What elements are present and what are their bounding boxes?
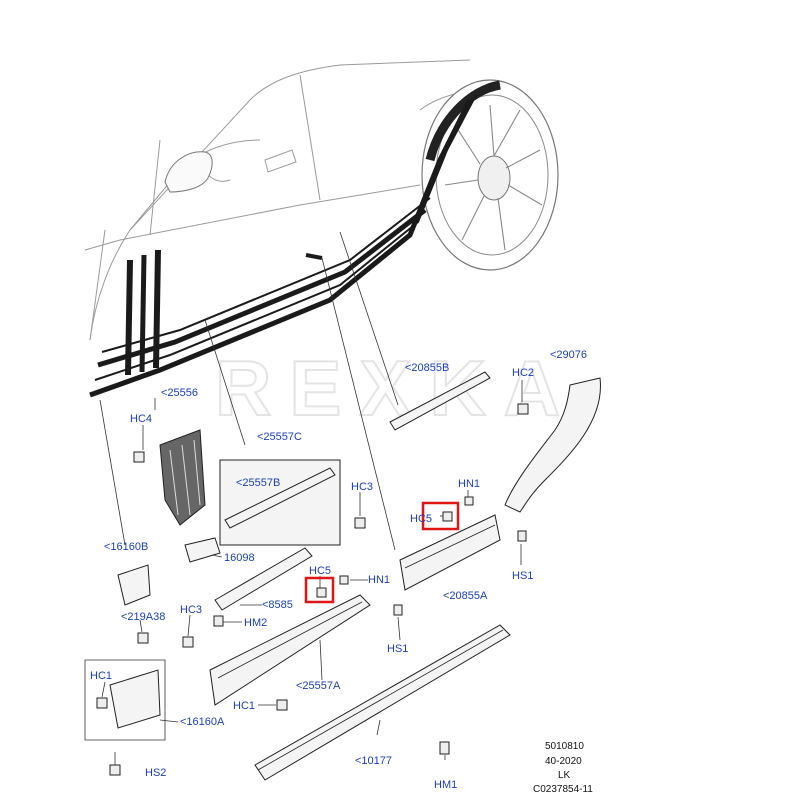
label-hm2[interactable]: HM2 <box>244 617 267 629</box>
label-hm1[interactable]: HM1 <box>434 779 457 791</box>
clip-hc1-mid <box>276 699 288 711</box>
watermark: REXKA <box>215 344 578 432</box>
label-hn1-mid[interactable]: HN1 <box>368 574 390 586</box>
lower-flap-b[interactable] <box>117 564 151 606</box>
side-mirror <box>164 151 213 193</box>
label-hc5-top[interactable]: HC5 <box>410 513 432 525</box>
clip-hc5-top <box>442 511 453 522</box>
moulding-strip-b[interactable] <box>224 467 336 529</box>
highlight-hc5-mid <box>304 576 335 604</box>
clip-219a38 <box>137 632 149 644</box>
clip-hm2 <box>213 615 224 627</box>
vehicle-body-outline <box>84 59 501 341</box>
ref-line-3: LK <box>558 770 571 781</box>
upper-moulding-strip[interactable] <box>389 371 491 431</box>
trim-rail[interactable] <box>214 547 313 611</box>
label-hn1-top[interactable]: HN1 <box>458 478 480 490</box>
label-25557c[interactable]: <25557C <box>257 431 302 443</box>
leader-lines <box>84 231 523 765</box>
label-hc5-mid[interactable]: HC5 <box>309 565 331 577</box>
ref-line-2: 40-2020 <box>545 756 582 767</box>
label-hs1-mid[interactable]: HS1 <box>387 643 408 655</box>
label-29076[interactable]: <29076 <box>550 349 587 361</box>
clip-hn1-top <box>464 496 474 506</box>
label-25557a[interactable]: <25557A <box>296 680 341 692</box>
clip-hs1-right <box>517 530 527 542</box>
clip-hn1-mid <box>339 575 349 585</box>
label-10177[interactable]: <10177 <box>355 755 392 767</box>
clip-hs1-mid <box>393 604 403 616</box>
clip-hc1-left <box>96 697 108 709</box>
lower-moulding-right[interactable] <box>399 514 501 591</box>
label-hc1-left[interactable]: HC1 <box>90 670 112 682</box>
pillar-applique[interactable] <box>159 429 206 526</box>
label-hs2[interactable]: HS2 <box>145 767 166 779</box>
label-hc4[interactable]: HC4 <box>130 413 152 425</box>
clip-hm1 <box>439 741 450 755</box>
sill-step[interactable] <box>254 624 511 781</box>
wheel <box>421 79 559 271</box>
label-hs1-right[interactable]: HS1 <box>512 570 533 582</box>
body-stripes <box>89 94 477 398</box>
clip-hs2 <box>109 764 121 776</box>
label-20855b[interactable]: <20855B <box>405 362 449 374</box>
fastener-clips <box>96 403 529 776</box>
ref-line-4: C0237854-11 <box>533 784 593 795</box>
label-16160a[interactable]: <16160A <box>180 716 225 728</box>
label-hc1-mid[interactable]: HC1 <box>233 700 255 712</box>
label-219a38[interactable]: <219A38 <box>121 611 165 623</box>
label-25556[interactable]: <25556 <box>161 387 198 399</box>
clip-strip[interactable] <box>184 537 221 563</box>
reference-block: 5010810 40-2020 LK C0237854-11 <box>533 741 593 795</box>
clip-hc5-mid <box>316 587 327 598</box>
highlight-hc5-top <box>421 501 460 531</box>
clip-hc3-mid <box>182 636 194 648</box>
lower-flap-a[interactable] <box>109 669 161 729</box>
label-20855a[interactable]: <20855A <box>443 590 488 602</box>
label-8585[interactable]: <8585 <box>262 599 293 611</box>
label-25557b[interactable]: <25557B <box>236 477 280 489</box>
clip-hc2 <box>517 403 529 415</box>
label-hc3-top[interactable]: HC3 <box>351 481 373 493</box>
label-16098[interactable]: 16098 <box>224 552 255 564</box>
ref-line-1: 5010810 <box>545 741 584 752</box>
clip-hc4 <box>133 451 145 463</box>
label-16160b[interactable]: <16160B <box>104 541 148 553</box>
wheel-arch-moulding[interactable] <box>504 377 601 513</box>
label-hc3-mid[interactable]: HC3 <box>180 604 202 616</box>
label-hc2[interactable]: HC2 <box>512 367 534 379</box>
clip-hc3-top <box>354 517 366 529</box>
lower-moulding-center[interactable] <box>209 594 371 706</box>
